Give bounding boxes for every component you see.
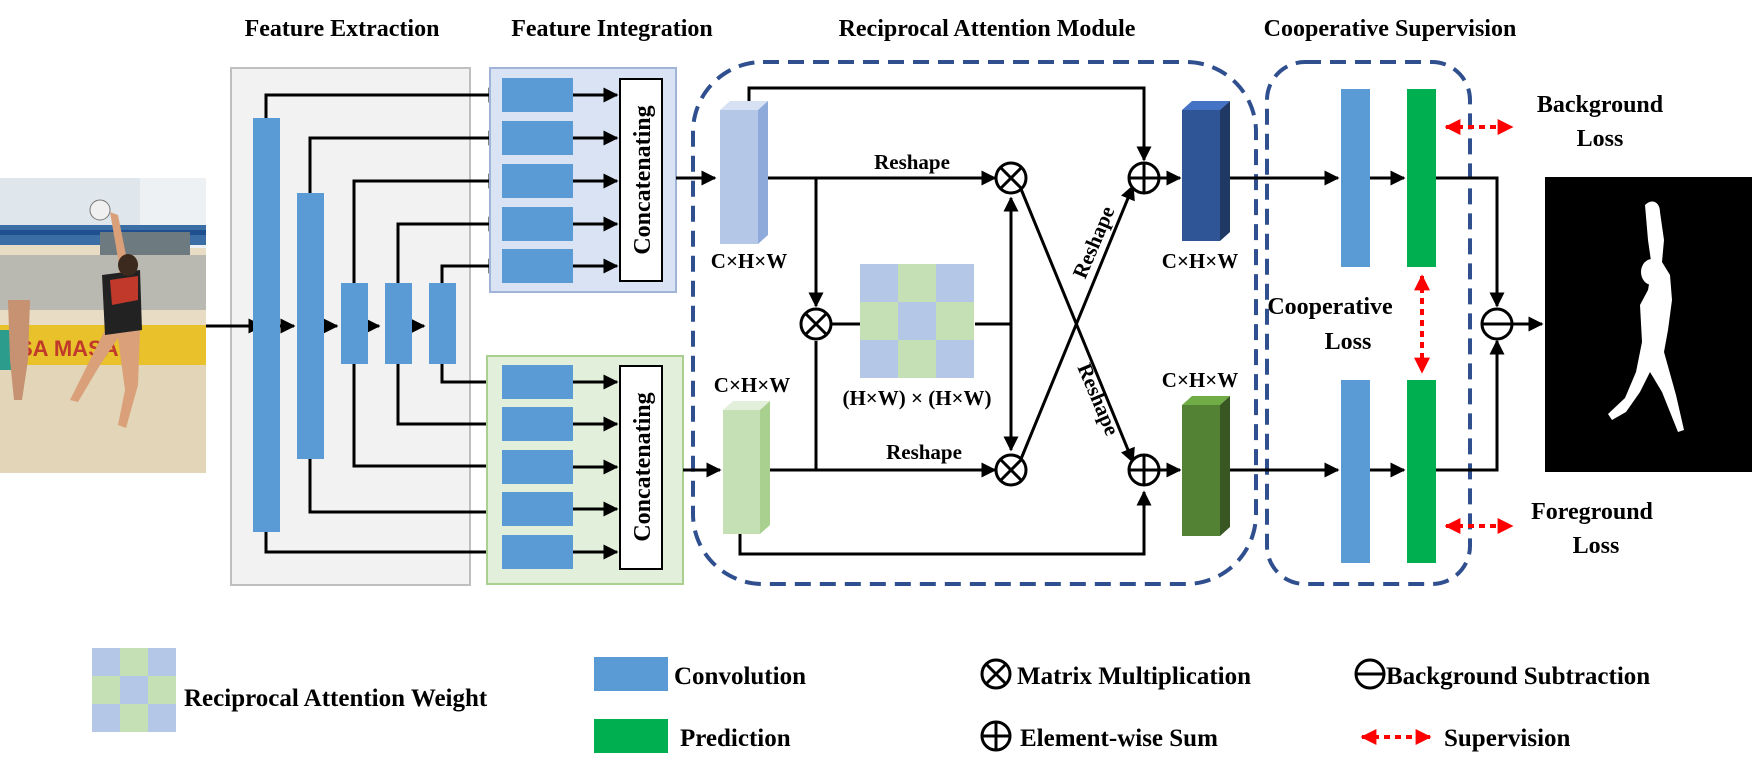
chw-label-bottom-left: C×H×W bbox=[714, 373, 790, 397]
matmul-top bbox=[994, 161, 1028, 195]
input-image: SA MASA bbox=[0, 178, 206, 473]
title-cooperative-supervision: Cooperative Supervision bbox=[1264, 16, 1517, 42]
legend-attention-weight-label: Reciprocal Attention Weight bbox=[184, 685, 488, 712]
reshape-bottom-label: Reshape bbox=[886, 440, 962, 464]
legend-prediction-swatch bbox=[594, 719, 668, 753]
integration-top-conv-2 bbox=[502, 121, 573, 155]
chw-label-top-left: C×H×W bbox=[711, 249, 787, 273]
attention-weight-matrix bbox=[860, 264, 974, 378]
integration-bottom-conv-1 bbox=[502, 365, 573, 399]
concatenating-top bbox=[619, 78, 663, 282]
backbone-conv-5 bbox=[429, 283, 456, 364]
background-subtraction-node bbox=[1480, 307, 1514, 341]
integration-top-conv-3 bbox=[502, 164, 573, 198]
foreground-loss-label-1: Foreground bbox=[1531, 499, 1653, 525]
legend-convolution-swatch bbox=[594, 657, 668, 691]
feature-top-dark-cube bbox=[1182, 101, 1230, 241]
background-loss-label-1: Background bbox=[1537, 92, 1664, 118]
concatenating-bottom bbox=[619, 365, 663, 570]
legend-elementwise-sum-label: Element-wise Sum bbox=[1020, 725, 1218, 752]
legend-elementwise-sum-icon bbox=[980, 720, 1012, 752]
supervision-conv-top bbox=[1341, 89, 1370, 267]
legend-matrix-mult-label: Matrix Multiplication bbox=[1017, 663, 1251, 690]
cooperative-loss-label-1: Cooperative bbox=[1267, 294, 1393, 320]
reshape-diag-up-label: Reshape bbox=[1068, 203, 1120, 282]
output-saliency-map bbox=[1545, 177, 1752, 472]
title-feature-integration: Feature Integration bbox=[511, 16, 713, 42]
concatenating-top-label: Concatenating bbox=[630, 105, 656, 254]
elementwise-sum-bottom bbox=[1127, 453, 1161, 487]
prediction-bottom bbox=[1407, 380, 1436, 563]
backbone-conv-1 bbox=[253, 118, 280, 532]
background-loss-label-2: Loss bbox=[1577, 126, 1624, 152]
connectors-top bbox=[264, 87, 504, 283]
cooperative-supervision-frame bbox=[1265, 60, 1472, 586]
connectors-bottom bbox=[264, 364, 504, 560]
cross-paths bbox=[1019, 184, 1135, 464]
backbone-conv-2 bbox=[297, 193, 324, 459]
supervision-conv-bottom bbox=[1341, 380, 1370, 563]
concatenating-bottom-label: Concatenating bbox=[630, 392, 656, 541]
reshape-top-label: Reshape bbox=[874, 150, 950, 174]
cooperative-loss-label-2: Loss bbox=[1325, 329, 1372, 355]
elementwise-sum-top bbox=[1127, 161, 1161, 195]
chw-label-bottom-right: C×H×W bbox=[1162, 368, 1238, 392]
legend-supervision-label: Supervision bbox=[1444, 725, 1571, 752]
chw-label-top-right: C×H×W bbox=[1162, 249, 1238, 273]
legend-attention-weight-icon bbox=[92, 648, 176, 732]
title-feature-extraction: Feature Extraction bbox=[245, 16, 440, 42]
feature-bottom-dark-cube bbox=[1182, 396, 1230, 536]
integration-bottom-conv-2 bbox=[502, 407, 573, 441]
matmul-left bbox=[799, 307, 833, 341]
prediction-top bbox=[1407, 89, 1436, 267]
integration-top-conv-4 bbox=[502, 207, 573, 241]
reshape-paths bbox=[768, 170, 1019, 478]
legend-bg-subtraction-label: Background Subtraction bbox=[1386, 663, 1650, 690]
skip-connections bbox=[738, 86, 1152, 556]
feature-top-cube bbox=[720, 101, 768, 244]
reciprocal-attention-frame bbox=[691, 60, 1258, 586]
legend-matrix-mult-icon bbox=[980, 658, 1012, 690]
title-reciprocal-attention: Reciprocal Attention Module bbox=[839, 16, 1136, 42]
legend-bg-subtraction-icon bbox=[1354, 658, 1386, 690]
reshape-diag-down-label: Reshape bbox=[1073, 360, 1125, 439]
foreground-loss-label-2: Loss bbox=[1573, 533, 1620, 559]
integration-bottom-conv-4 bbox=[502, 492, 573, 526]
backbone-conv-3 bbox=[341, 283, 368, 364]
feature-bottom-cube bbox=[723, 401, 770, 534]
legend-prediction-label: Prediction bbox=[680, 725, 791, 752]
hw-matrix-label: (H×W) × (H×W) bbox=[842, 386, 991, 410]
integration-bottom-conv-3 bbox=[502, 450, 573, 484]
integration-top-conv-5 bbox=[502, 249, 573, 283]
backbone-conv-4 bbox=[385, 283, 412, 364]
integration-top-conv-1 bbox=[502, 78, 573, 112]
integration-bottom-conv-5 bbox=[502, 535, 573, 569]
matmul-bottom bbox=[994, 453, 1028, 487]
legend-convolution-label: Convolution bbox=[674, 663, 806, 690]
